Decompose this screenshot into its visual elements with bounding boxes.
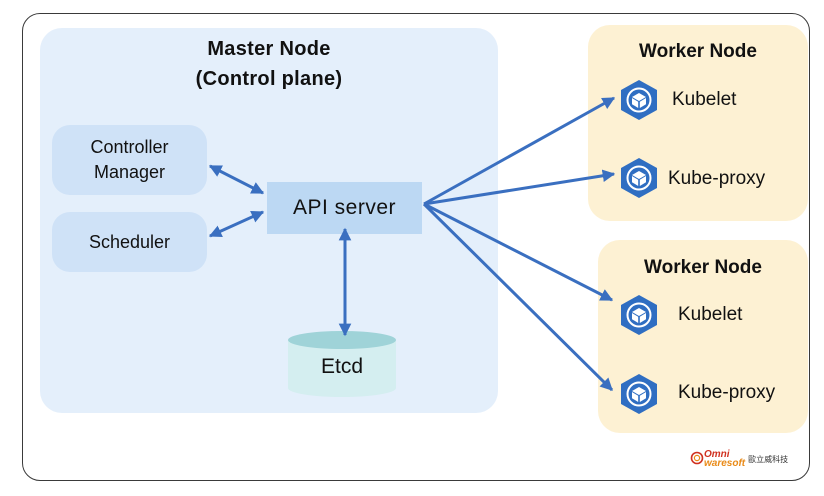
arrow-api-kube-proxy-1 xyxy=(423,169,616,206)
arrow-api-kubelet-2 xyxy=(423,202,614,302)
hexagon-cube-icon xyxy=(621,80,657,120)
master-title-line1: Master Node xyxy=(207,38,331,60)
hexagon-cube-icon xyxy=(621,158,657,198)
master-node-title: Master Node (Control plane) xyxy=(40,34,498,94)
etcd-cylinder xyxy=(288,331,396,397)
worker-node-title-1: Worker Node xyxy=(639,41,757,62)
api-server-box: API server xyxy=(267,182,422,234)
kube-proxy-label-2: Kube-proxy xyxy=(678,382,776,403)
logo-word-top: Omni xyxy=(704,449,730,460)
kubelet-label-2: Kubelet xyxy=(678,304,743,325)
controller-label-line1: Controller xyxy=(90,137,169,157)
hexagon-cube-icon xyxy=(621,295,657,335)
controller-label-line2: Manager xyxy=(93,162,166,182)
etcd-label: Etcd xyxy=(320,355,364,378)
kubelet-label-1: Kubelet xyxy=(672,89,737,110)
scheduler-label: Scheduler xyxy=(88,231,171,252)
logo-chinese-text: 歐立威科技 xyxy=(748,454,789,464)
arrow-api-kubelet-1 xyxy=(423,96,616,206)
worker-node-title-2: Worker Node xyxy=(644,257,762,278)
arrow-api-kube-proxy-2 xyxy=(422,202,614,392)
omniwaresoft-logo: Omni waresoft 歐立威科技 xyxy=(690,447,788,471)
logo-word-bottom: waresoft xyxy=(704,458,746,469)
api-server-label: API server xyxy=(292,196,397,219)
arrow-controller-api xyxy=(208,164,265,195)
arrow-scheduler-api xyxy=(208,210,265,238)
controller-manager-box: Controller Manager xyxy=(52,125,207,195)
master-title-line2: (Control plane) xyxy=(195,68,343,90)
swirl-logo-icon xyxy=(690,451,704,465)
scheduler-box: Scheduler xyxy=(52,212,207,272)
hexagon-cube-icon xyxy=(621,374,657,414)
kube-proxy-label-1: Kube-proxy xyxy=(668,168,766,189)
